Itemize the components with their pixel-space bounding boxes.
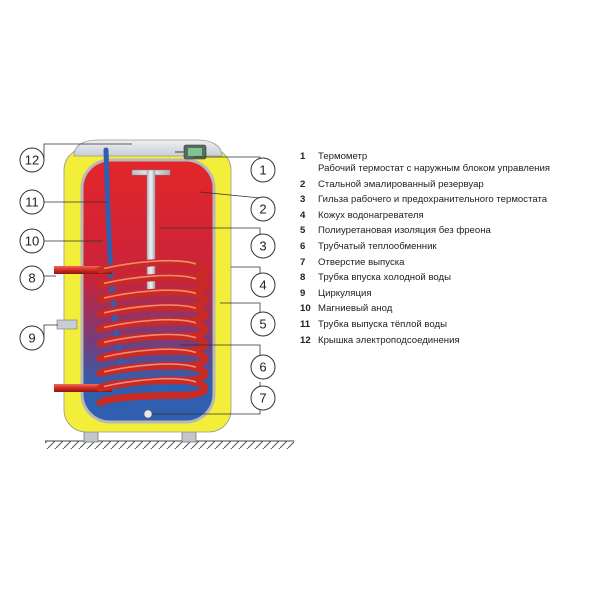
legend-number: 5 [300,225,306,237]
callout-4: 4 [250,272,276,298]
coil-highlight [103,259,197,270]
legend-text: Стальной эмалированный резервуар [318,179,592,191]
legend-number: 8 [300,272,306,284]
callout-8: 8 [19,265,45,291]
callout-5: 5 [250,311,276,337]
left-foot [83,431,99,443]
callout-2: 2 [250,196,276,222]
legend-number: 7 [300,256,306,268]
legend-item-8: 8 Трубка впуска холодной воды [300,272,592,284]
legend-text-line: Трубка выпуска тёплой воды [318,318,448,330]
legend-text-line: Кожух водонагревателя [318,209,424,221]
legend-text-line: Циркуляция [318,287,372,299]
coil-highlight [103,274,197,285]
legend-text-line: Полиуретановая изоляция без фреона [318,225,491,237]
legend-number: 9 [300,287,306,299]
legend-text: Крышка электроподсоединения [318,335,592,347]
callout-4-number: 4 [259,278,266,293]
coil-highlight [103,318,197,329]
legend-item-3: 3 Гильза рабочего и предохранительного те… [300,194,592,206]
legend-text: Трубка выпуска тёплой воды [318,319,592,331]
drain-outlet [143,409,153,419]
coil-highlight [103,304,197,314]
legend-number: 4 [300,209,306,221]
legend-text: Магниевый анод [318,303,592,315]
callout-5-number: 5 [259,317,266,332]
legend-text-line: Гильза рабочего и предохранительного тер… [318,194,548,206]
thermometer-thermostat [175,144,207,160]
legend-item-6: 6 Трубчатый теплообменник [300,241,592,253]
callout-8-number: 8 [28,271,35,286]
legend-text: Полиуретановая изоляция без фреона [318,225,592,237]
callout-9: 9 [19,325,45,351]
circulation-port [56,319,78,330]
legend-number: 3 [300,194,306,206]
legend-text-line: Трубчатый теплообменник [318,240,437,252]
callout-3: 3 [250,233,276,259]
legend-text-line: Отверстие выпуска [318,256,405,268]
coil-highlight [103,289,197,299]
legend-item-5: 5 Полиуретановая изоляция без фреона [300,225,592,237]
callout-10-number: 10 [25,234,39,249]
legend-item-12: 12 Крышка электроподсоединения [300,335,592,347]
callout-3-number: 3 [259,239,266,254]
legend-item-2: 2 Стальной эмалированный резервуар [300,179,592,191]
legend-number: 11 [300,318,311,330]
callout-1-number: 1 [259,163,266,178]
legend-item-7: 7 Отверстие выпуска [300,257,592,269]
callout-12: 12 [19,147,45,173]
tubular-heat-exchanger [54,258,209,407]
coil-highlight [103,348,197,358]
callout-11-number: 11 [25,195,39,210]
right-foot [181,431,197,443]
callout-7: 7 [250,385,276,411]
callout-10: 10 [19,228,45,254]
callout-6: 6 [250,354,276,380]
legend-text: Отверстие выпуска [318,257,592,269]
legend-number: 2 [300,178,306,190]
legend-text-line: Крышка электроподсоединения [318,334,460,346]
callout-12-number: 12 [25,153,39,168]
legend-text: Гильза рабочего и предохранительного тер… [318,194,592,206]
legend-text: Трубчатый теплообменник [318,241,592,253]
callout-1: 1 [250,157,276,183]
callout-6-number: 6 [259,360,266,375]
legend-text-line: Стальной эмалированный резервуар [318,178,484,190]
legend-text-line: Трубка впуска холодной воды [318,272,452,284]
legend-number: 6 [300,240,306,252]
callout-9-number: 9 [28,331,35,346]
floor [45,440,294,449]
coil-highlight [103,333,197,344]
legend-number: 1 [300,151,306,162]
coil-turn [96,376,209,407]
legend-item-10: 10 Магниевый анод [300,303,592,315]
legend-item-9: 9 Циркуляция [300,288,592,300]
legend-text: Кожух водонагревателя [318,210,592,222]
legend-text-line: Магниевый анод [318,303,393,315]
callout-11: 11 [19,189,45,215]
legend-text: Циркуляция [318,288,592,300]
coil-highlight [103,363,197,373]
callout-7-number: 7 [259,391,266,406]
legend-text-line: Термометр [318,151,368,162]
callout-2-number: 2 [259,202,266,217]
coil-highlight [103,377,197,388]
legend-text: Трубка впуска холодной воды [318,272,592,284]
legend-item-4: 4 Кожух водонагревателя [300,210,592,222]
legend-number: 12 [300,334,311,346]
legend-item-11: 11 Трубка выпуска тёплой воды [300,319,592,331]
legend-number: 10 [300,303,311,315]
legend-text-line: Рабочий термостат с наружным блоком упра… [318,163,551,174]
